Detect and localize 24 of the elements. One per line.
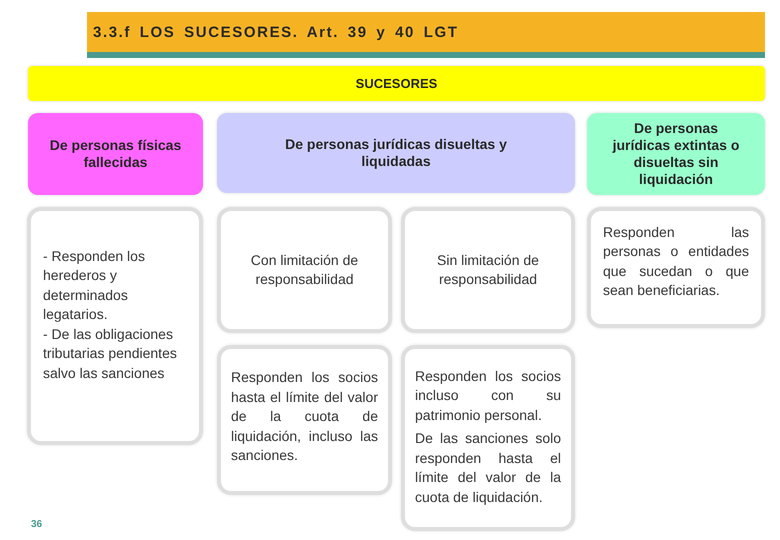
heading-band xyxy=(28,66,765,101)
card-text: Responden los socios hasta el límite del valor de la cuota de liquidación, incluso las sanciones. xyxy=(231,368,378,466)
header-text: De personas físicas fallecidas xyxy=(48,137,182,171)
header-text: De personas jurídicas extintas o disueltas sin liquidación xyxy=(611,120,740,188)
info-card xyxy=(401,345,575,531)
card-text: - De las obligaciones tributarias pendientes salvo las sanciones xyxy=(43,324,178,383)
category-header xyxy=(587,113,765,195)
title-text: 3.3.f LOS SUCESORES. Art. 39 y 40 LGT xyxy=(93,24,459,40)
category-header xyxy=(217,113,575,193)
card-text: Responden las personas o entidades que sucedan o que sean beneficiarias. xyxy=(603,222,749,300)
info-card xyxy=(217,345,392,495)
card-text: Sin limitación de responsabilidad xyxy=(436,250,540,289)
info-card xyxy=(587,207,765,328)
category-header xyxy=(28,113,203,195)
info-card xyxy=(217,207,392,333)
page-number: 36 xyxy=(31,519,42,530)
card-text: Con limitación de responsabilidad xyxy=(250,250,360,289)
info-card xyxy=(401,207,575,333)
info-card xyxy=(27,207,203,445)
card-text: - Responden los herederos y determinados legatarios. xyxy=(43,246,146,324)
header-text: De personas jurídicas disueltas y liquidadas xyxy=(284,136,508,170)
card-text: De las sanciones solo responden hasta el límite del valor de la cuota de liquidación. xyxy=(415,429,561,507)
band-text: SUCESORES xyxy=(354,74,438,92)
card-text: Responden los socios incluso con su patrimonio personal. xyxy=(415,366,561,425)
